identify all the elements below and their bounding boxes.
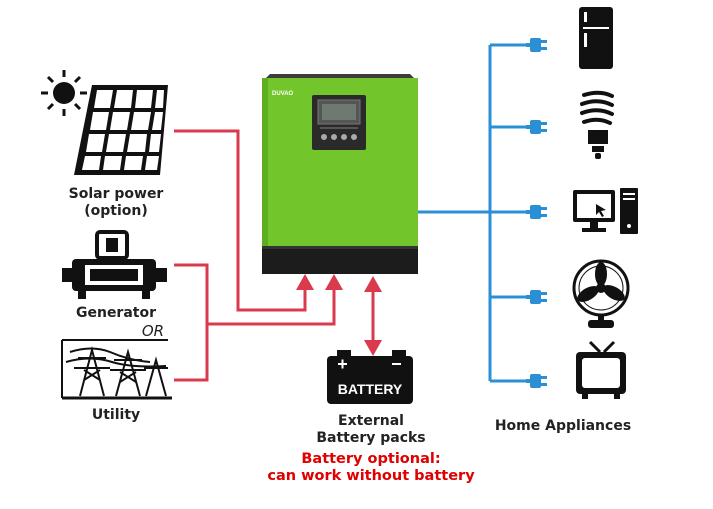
battery-label-line1: External bbox=[338, 413, 404, 429]
inverter-brand: DUVAO bbox=[272, 91, 294, 97]
inverter-unit bbox=[262, 74, 418, 274]
fridge-icon bbox=[579, 7, 613, 69]
solar-label: Solar power (option) bbox=[56, 186, 176, 220]
solar-label-line2: (option) bbox=[84, 203, 148, 219]
tv-icon bbox=[576, 340, 626, 399]
utility-label: Utility bbox=[91, 407, 141, 423]
output-lines bbox=[418, 43, 530, 383]
solar-arrow bbox=[296, 274, 314, 290]
or-label: OR bbox=[141, 322, 165, 340]
ac-arrow bbox=[325, 274, 343, 290]
battery-note: Battery optional: can work without batte… bbox=[246, 451, 496, 485]
battery-label: External Battery packs bbox=[296, 413, 446, 447]
solar-label-line1: Solar power bbox=[68, 186, 164, 202]
battery-icon bbox=[327, 350, 413, 404]
battery-line bbox=[364, 276, 382, 356]
generator-label: Generator bbox=[75, 305, 156, 321]
utility-icon bbox=[61, 339, 172, 400]
generator-line bbox=[174, 263, 336, 382]
solar-line bbox=[174, 129, 307, 312]
sun-icon bbox=[41, 70, 87, 116]
appliances-label: Home Appliances bbox=[494, 418, 632, 434]
battery-label-line2: Battery packs bbox=[316, 430, 426, 446]
plug-icons bbox=[526, 38, 547, 388]
battery-note-line2: can work without battery bbox=[267, 468, 475, 484]
solar-panel-icon bbox=[74, 85, 168, 175]
battery-note-line1: Battery optional: bbox=[301, 451, 441, 467]
battery-icon-text: BATTERY bbox=[338, 381, 403, 397]
bulb-icon bbox=[580, 90, 614, 159]
fan-icon bbox=[572, 259, 630, 328]
computer-icon bbox=[573, 188, 638, 234]
generator-icon bbox=[62, 230, 167, 299]
